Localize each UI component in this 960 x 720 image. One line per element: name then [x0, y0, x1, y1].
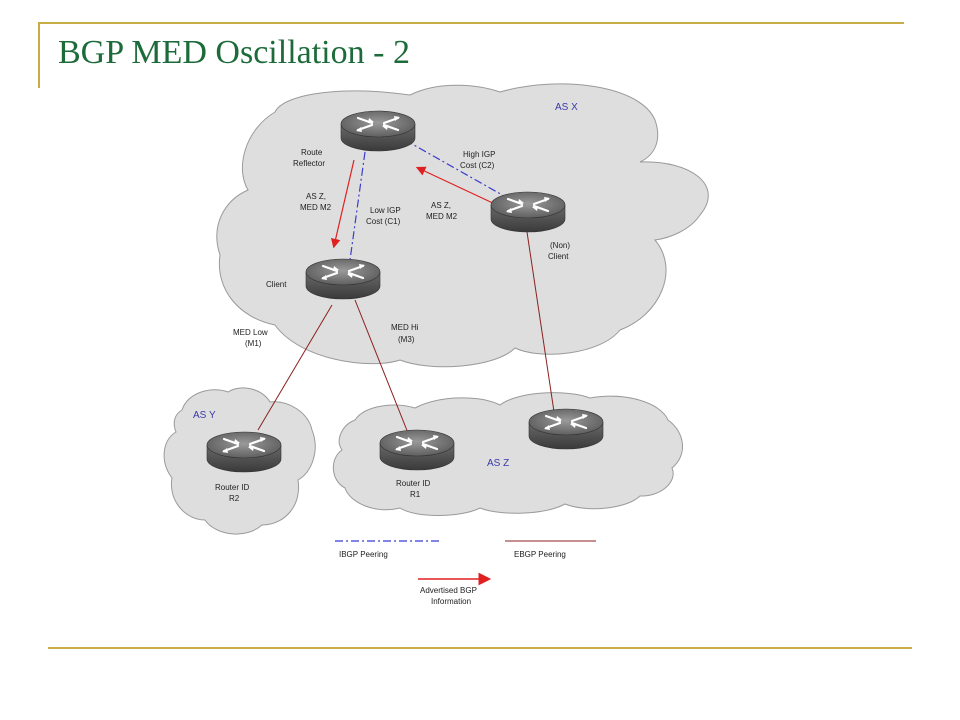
route-reflector-label: Route Reflector: [293, 148, 325, 168]
non-client-router-icon: [489, 190, 567, 234]
bottom-rule: [48, 647, 912, 649]
non-client-label: (Non) Client: [548, 241, 572, 261]
as-z-label: AS Z: [487, 458, 509, 469]
router-r1-label: Router ID R1: [396, 479, 432, 499]
med-hi-label: MED Hi (M3): [391, 323, 421, 344]
ibgp-rr-nonclient: [404, 139, 521, 206]
client-label: Client: [266, 280, 287, 289]
legend: IBGP Peering EBGP Peering Advertised BGP…: [335, 540, 596, 606]
client-router-icon: [304, 257, 382, 301]
route-reflector-router-icon: [339, 109, 417, 153]
legend-ebgp-label: EBGP Peering: [514, 550, 566, 559]
as-x-cloud: [216, 83, 709, 368]
ebgp-client-r1: [354, 299, 411, 439]
low-igp-cost-label: Low IGP Cost (C1): [366, 206, 403, 226]
left-rule: [38, 22, 40, 88]
ebgp-nonclient-asz: [526, 231, 557, 426]
top-rule: [38, 22, 904, 24]
ebgp-peering-lines: [257, 231, 557, 439]
ibgp-peering-lines: [349, 139, 521, 261]
as-x-label: AS X: [555, 102, 578, 113]
as-y-label: AS Y: [193, 410, 216, 421]
adv-nonclient-to-rr-label: AS Z, MED M2: [426, 201, 458, 221]
legend-ibgp-label: IBGP Peering: [339, 550, 388, 559]
advert-arrow-rr-to-client: [330, 159, 355, 249]
as-z-router-icon: [527, 407, 605, 451]
router-r2-label: Router ID R2: [215, 483, 251, 503]
med-low-label: MED Low (M1): [233, 328, 270, 348]
router-r2-icon: [205, 430, 283, 474]
legend-advert-label: Advertised BGP Information: [420, 586, 479, 606]
ibgp-rr-client: [349, 151, 366, 261]
high-igp-cost-label: High IGP Cost (C2): [460, 150, 498, 170]
advert-arrow-nonclient-to-rr: [415, 166, 498, 206]
router-r1-icon: [378, 428, 456, 472]
advertised-arrows: [330, 159, 498, 249]
slide-title: BGP MED Oscillation - 2: [58, 34, 410, 71]
adv-rr-to-client-label: AS Z, MED M2: [300, 192, 332, 212]
ebgp-client-r2: [257, 304, 333, 431]
